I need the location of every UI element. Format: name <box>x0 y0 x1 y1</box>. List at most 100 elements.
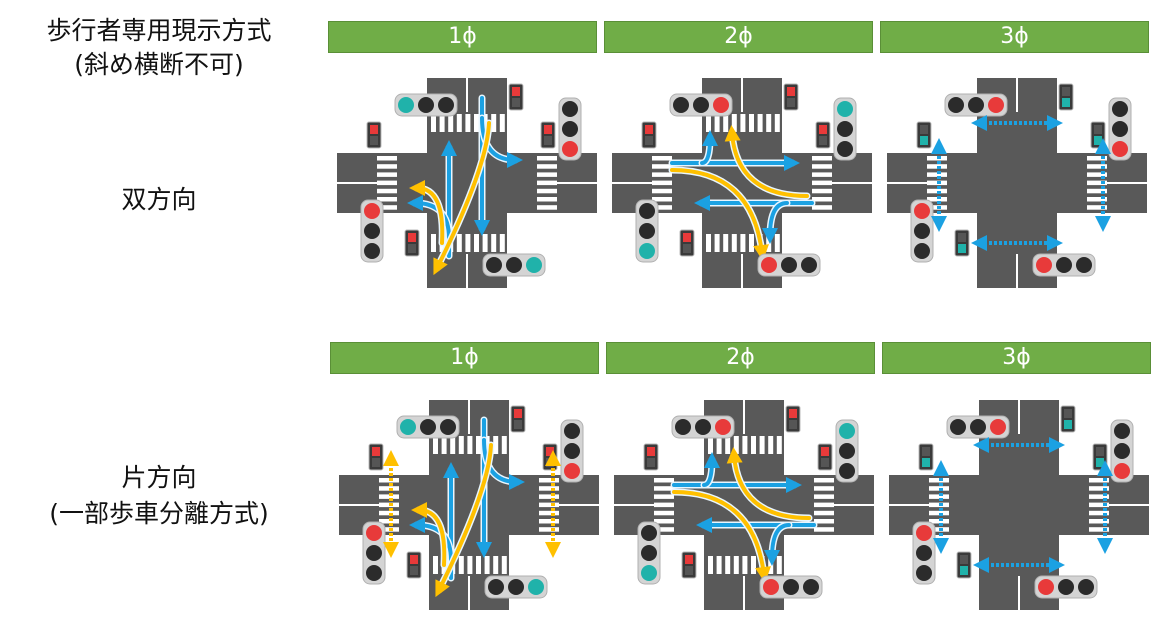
pedestrian-walk-lamp <box>645 136 653 145</box>
signal-lamp <box>641 525 657 541</box>
crosswalk-stripe <box>812 197 832 202</box>
signal-lamp <box>366 545 382 561</box>
phase-header-1-2: 2ϕ <box>604 21 873 53</box>
signal-lamp <box>562 141 578 157</box>
crosswalk-stripe <box>465 234 471 252</box>
crosswalk-stripe <box>652 164 672 169</box>
crosswalk-stripe <box>456 114 462 132</box>
signal-lamp <box>761 257 777 273</box>
pedestrian-stop-lamp <box>408 233 416 242</box>
crosswalk-stripe <box>493 436 499 454</box>
signal-lamp <box>693 97 709 113</box>
crosswalk-stripe <box>465 114 471 132</box>
crosswalk-stripe <box>814 478 834 483</box>
signal-lamp <box>1036 257 1052 273</box>
pedestrian-stop-lamp <box>787 87 795 96</box>
pedestrian-walk-lamp <box>920 136 928 145</box>
pedestrian-stop-lamp <box>544 125 552 134</box>
crosswalk-stripe <box>814 527 834 532</box>
crosswalk-stripe <box>759 436 765 454</box>
signal-lamp <box>366 525 382 541</box>
crosswalk-stripe <box>491 114 497 132</box>
crosswalk-stripe <box>812 172 832 177</box>
crosswalk-stripe <box>812 205 832 210</box>
signal-lamp <box>781 257 797 273</box>
pedestrian-stop-lamp <box>372 447 380 456</box>
turn-east-arrow <box>480 116 523 168</box>
crosswalk-stripe <box>733 556 739 574</box>
crosswalk-stripe <box>774 114 780 132</box>
crosswalk-stripe <box>377 164 397 169</box>
signal-lamp <box>1076 257 1092 273</box>
signal-lamp <box>641 545 657 561</box>
signal-lamp <box>1114 443 1130 459</box>
signal-lamp <box>1078 579 1094 595</box>
pedestrian-stop-lamp <box>546 447 554 456</box>
signal-lamp <box>1038 579 1054 595</box>
crosswalk-stripe <box>431 114 436 132</box>
crosswalk-stripe <box>723 114 729 132</box>
signal-lamp <box>837 101 853 117</box>
turn-north-arrow <box>702 452 720 487</box>
signal-lamp <box>914 203 930 219</box>
crosswalk-stripe <box>749 234 754 252</box>
signal-lamp <box>837 121 853 137</box>
signal-lamp <box>528 579 544 595</box>
crosswalk-stripe <box>377 156 397 161</box>
phase-header-2-1: 1ϕ <box>330 342 599 374</box>
signal-lamp <box>486 257 502 273</box>
pedestrian-walk-lamp <box>922 458 930 467</box>
crosswalk-stripe <box>539 519 559 524</box>
pedestrian-stop-lamp <box>958 233 966 242</box>
signal-lamp <box>950 419 966 435</box>
crosswalk-stripe <box>539 478 559 483</box>
pedestrian-walk-lamp <box>1062 98 1070 107</box>
turn-south-arrow <box>762 201 789 244</box>
right-turn-north-arrow <box>726 447 811 520</box>
phase-header-2-2: 2ϕ <box>606 342 875 374</box>
crosswalk-stripe <box>539 502 559 508</box>
crosswalk-stripe <box>714 114 720 132</box>
crosswalk-stripe <box>441 436 447 454</box>
signal-lamp <box>1112 121 1128 137</box>
crosswalk-stripe <box>474 114 479 132</box>
pedestrian-stop-lamp <box>514 409 522 418</box>
pedestrian-walk-lamp <box>1096 458 1104 467</box>
signal-lamp <box>366 565 382 581</box>
crosswalk-stripe <box>654 510 674 516</box>
diagram-title: 歩行者専用現示方式 (斜め横断不可) <box>0 14 318 82</box>
crosswalk-stripe <box>482 234 488 252</box>
crosswalk-stripe <box>537 197 557 202</box>
crosswalk-stripe <box>740 234 746 252</box>
pedestrian-walk-lamp <box>1064 420 1072 429</box>
signal-lamp <box>1114 423 1130 439</box>
pedestrian-stop-lamp <box>789 409 797 418</box>
crosswalk-stripe <box>377 172 397 177</box>
signal-lamp <box>440 419 456 435</box>
crosswalk-stripe <box>439 114 445 132</box>
crosswalk-stripe <box>377 188 397 194</box>
signal-lamp <box>364 203 380 219</box>
signal-lamp <box>364 223 380 239</box>
intersection-row1-phase2 <box>612 78 872 288</box>
pedestrian-stop-lamp <box>819 125 827 134</box>
crosswalk-stripe <box>537 172 557 177</box>
pedestrian-walk-lamp <box>514 420 522 429</box>
signal-lamp <box>639 223 655 239</box>
signal-lamp <box>1112 101 1128 117</box>
crosswalk-stripe <box>749 114 754 132</box>
crosswalk-stripe <box>493 556 499 574</box>
row-label-bidirectional: 双方向 <box>121 185 197 214</box>
title-line-2: (斜め横断不可) <box>74 50 244 79</box>
pedestrian-stop-lamp <box>410 555 418 564</box>
crosswalk-stripe <box>501 556 507 574</box>
pedestrian-walk-lamp <box>1094 136 1102 145</box>
crosswalk-stripe <box>716 436 722 454</box>
crosswalk-stripe <box>751 436 756 454</box>
phase-header-2-3: 3ϕ <box>882 342 1151 374</box>
pedestrian-stop-lamp <box>1096 447 1104 456</box>
signal-lamp <box>562 121 578 137</box>
road-center <box>709 495 713 515</box>
crosswalk-stripe <box>476 436 481 454</box>
pedestrian-stop-lamp <box>647 447 655 456</box>
